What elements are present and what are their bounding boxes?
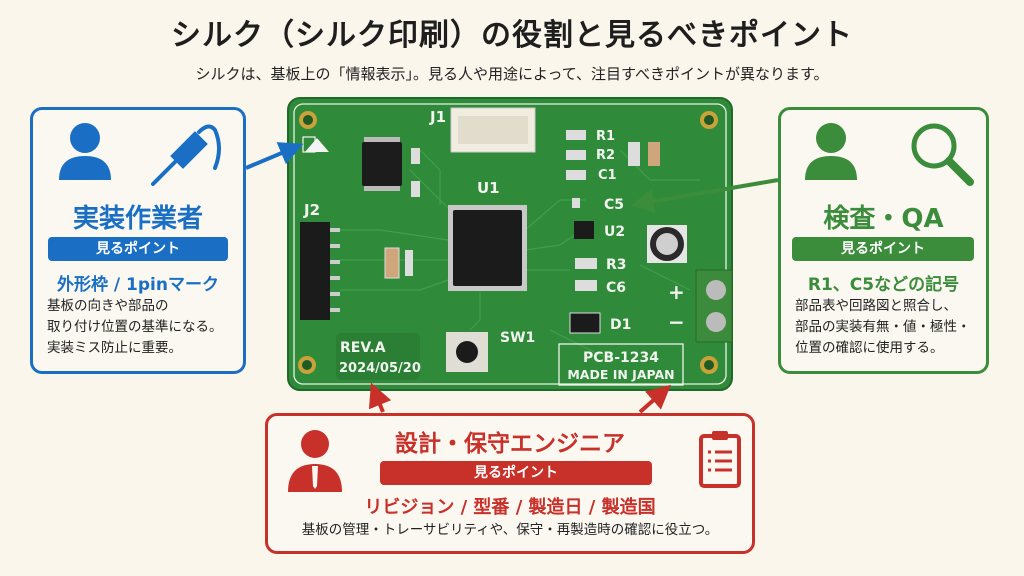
look-point-pill: 見るポイント [792, 237, 974, 261]
silk-c6: C6 [606, 280, 626, 296]
soldering-iron-icon [151, 124, 221, 186]
description-line: 実装ミス防止に重要。 [47, 340, 182, 356]
page-title: シルク（シルク印刷）の役割と見るべきポイント [171, 18, 853, 53]
ic-soic [362, 142, 402, 186]
header-j2 [300, 222, 330, 320]
silk-j1: J1 [429, 108, 446, 126]
circuit-board: J1 U1 J2 R1 R2 C1 C5 U2 R3 C6 D1 SW1 + −… [287, 97, 733, 391]
silk-minus: − [668, 310, 685, 334]
silk-j2: J2 [303, 201, 320, 219]
description-line: 部品の実装有無・値・極性・ [795, 319, 971, 335]
diode-d1 [569, 312, 601, 334]
role-title: 設計・保守エンジニア [395, 431, 625, 457]
page-subtitle: シルクは、基板上の「情報表示」。見る人や用途によって、注目すべきポイントが異なり… [195, 65, 829, 83]
key-point: R1、C5などの記号 [807, 275, 960, 295]
arrow-red-part-number [638, 384, 672, 414]
role-card-inspector: 検査・QA 見るポイント R1、C5などの記号 部品表や回路図と照合し、 部品の… [778, 107, 989, 374]
description-line: 取り付け位置の基準になる。 [47, 319, 223, 335]
description-line: 基板の向きや部品の [47, 298, 169, 314]
silk-revision: REV.A [340, 340, 386, 356]
callout-arrows [245, 142, 779, 414]
key-point: 外形枠 / 1pinマーク [57, 275, 219, 295]
magnifier-icon [911, 123, 974, 186]
key-point: リビジョン / 型番 / 製造日 / 製造国 [364, 497, 656, 518]
arrow-green [630, 178, 779, 214]
board-outline-silk [293, 103, 727, 385]
clipboard-icon [699, 431, 741, 488]
silk-r3: R3 [606, 257, 627, 273]
arrow-blue [245, 142, 304, 170]
silk-part-number: PCB-1234 [583, 350, 659, 366]
silk-r2: R2 [596, 148, 615, 163]
pin1-marker-icon [305, 138, 329, 152]
person-icon [805, 123, 857, 180]
silk-c5: C5 [604, 197, 624, 213]
businessman-icon [288, 430, 342, 492]
role-title: 実装作業者 [72, 204, 203, 234]
silk-r1: R1 [596, 129, 615, 144]
silk-made-in: MADE IN JAPAN [567, 367, 674, 382]
description-line: 部品表や回路図と照合し、 [795, 298, 957, 314]
revision-silk-area [336, 333, 420, 380]
silk-date: 2024/05/20 [339, 361, 421, 376]
ic-u1 [453, 210, 522, 286]
silk-plus: + [668, 280, 685, 304]
role-card-assembler: 実装作業者 見るポイント 外形枠 / 1pinマーク 基板の向きや部品の 取り付… [30, 107, 246, 374]
silk-u2: U2 [604, 224, 625, 240]
description-line: 位置の確認に使用する。 [795, 340, 944, 356]
look-point-pill: 見るポイント [380, 461, 652, 485]
silk-u1: U1 [477, 179, 500, 197]
person-icon [59, 123, 111, 180]
look-point-pill: 見るポイント [48, 237, 228, 261]
silk-sw1: SW1 [500, 330, 535, 346]
silk-d1: D1 [610, 317, 631, 333]
role-card-engineer: 設計・保守エンジニア 見るポイント リビジョン / 型番 / 製造日 / 製造国… [265, 413, 755, 554]
passives [566, 130, 660, 291]
description: 基板の管理・トレーサビリティや、保守・再製造時の確認に役立つ。 [301, 522, 719, 538]
part-number-silk-box [558, 343, 684, 386]
role-title: 検査・QA [823, 204, 944, 234]
arrow-red-revision [368, 382, 392, 413]
silk-c1: C1 [598, 168, 617, 183]
